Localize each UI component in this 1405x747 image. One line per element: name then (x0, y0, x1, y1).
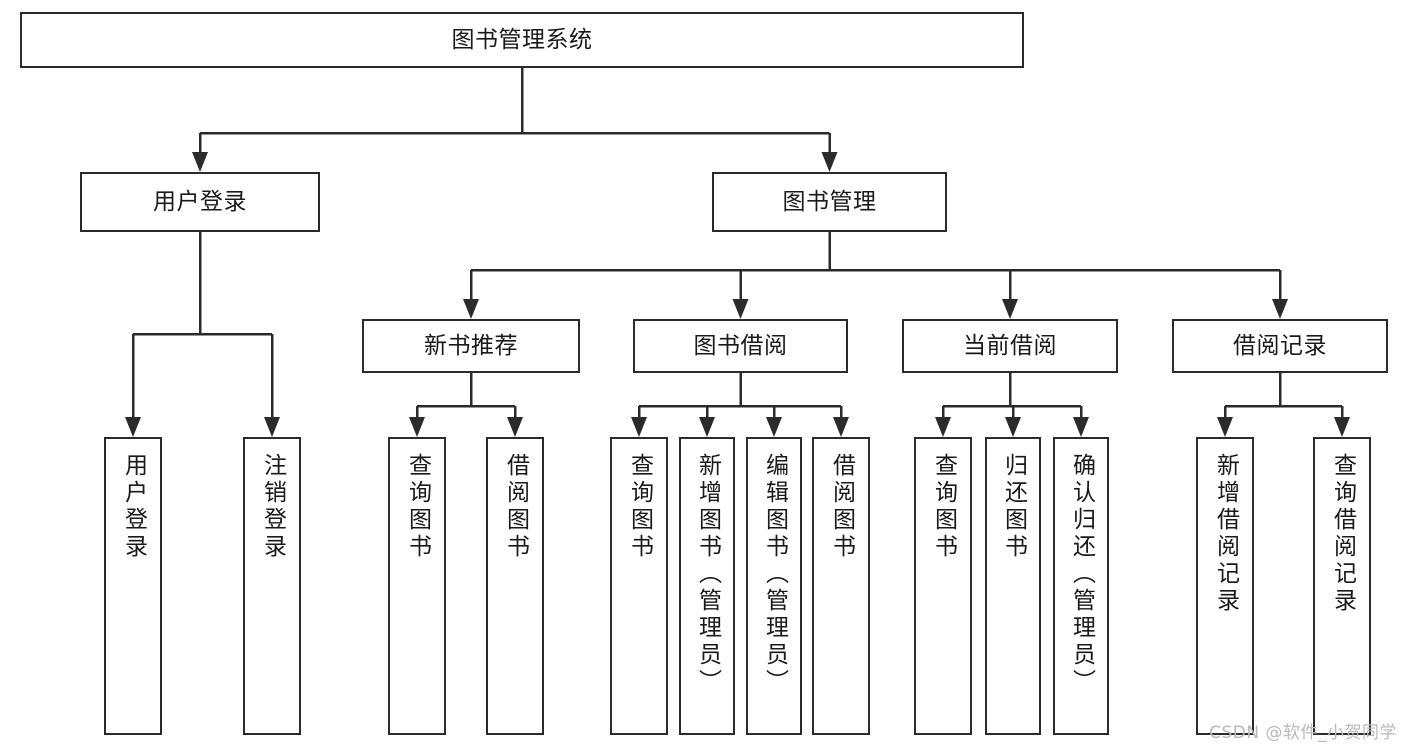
node-leaf-rec-borrow[interactable]: 借阅图书 (486, 437, 544, 735)
arrowhead-icon (1005, 417, 1021, 437)
node-label: 查询图书 (404, 453, 431, 561)
arrowhead-icon (463, 299, 479, 319)
node-leaf-rec-add[interactable]: 新增借阅记录 (1196, 437, 1254, 735)
arrowhead-icon (732, 299, 749, 319)
arrowhead-icon (507, 417, 523, 437)
node-borrow-record[interactable]: 借阅记录 (1172, 319, 1388, 373)
arrowhead-icon (1002, 299, 1018, 319)
node-label: 注销登录 (259, 453, 286, 561)
arrowhead-icon (409, 417, 425, 437)
node-label: 新增图书（管理员） (694, 453, 721, 696)
node-leaf-cur-query[interactable]: 查询图书 (914, 437, 972, 735)
node-label: 图书管理 (782, 188, 877, 215)
node-label: 确认归还（管理员） (1068, 453, 1095, 696)
node-root[interactable]: 图书管理系统 (20, 12, 1024, 68)
arrowhead-icon (935, 417, 951, 437)
node-label: 图书借阅 (693, 332, 788, 359)
node-label: 图书管理系统 (451, 26, 593, 53)
node-book-borrow[interactable]: 图书借阅 (633, 319, 848, 373)
node-leaf-user-logout[interactable]: 注销登录 (243, 437, 301, 735)
node-leaf-cur-return[interactable]: 归还图书 (985, 437, 1041, 735)
node-label: 编辑图书（管理员） (761, 453, 788, 696)
node-leaf-borrow-query[interactable]: 查询图书 (610, 437, 668, 735)
node-label: 用户登录 (120, 453, 147, 561)
node-book-manage[interactable]: 图书管理 (712, 172, 947, 232)
node-new-book-rec[interactable]: 新书推荐 (362, 319, 580, 373)
node-label: 借阅记录 (1233, 332, 1327, 359)
arrowhead-icon (699, 417, 715, 437)
arrowhead-icon (125, 417, 141, 437)
node-label: 借阅图书 (502, 453, 529, 561)
node-current-borrow[interactable]: 当前借阅 (902, 319, 1118, 373)
node-label: 查询图书 (626, 453, 653, 561)
node-label: 归还图书 (1000, 453, 1027, 561)
arrowhead-icon (264, 417, 280, 437)
arrowhead-icon (1217, 417, 1233, 437)
arrowhead-icon (1272, 299, 1288, 319)
node-leaf-book-borrow[interactable]: 借阅图书 (812, 437, 870, 735)
arrowhead-icon (821, 152, 838, 172)
node-leaf-book-add[interactable]: 新增图书（管理员） (679, 437, 735, 735)
node-label: 用户登录 (153, 188, 247, 215)
node-leaf-cur-confirm[interactable]: 确认归还（管理员） (1053, 437, 1109, 735)
node-label: 查询图书 (930, 453, 957, 561)
node-user-login[interactable]: 用户登录 (80, 172, 320, 232)
watermark: CSDN @软件_小贺同学 (1209, 723, 1397, 743)
node-leaf-rec-query2[interactable]: 查询借阅记录 (1313, 437, 1371, 735)
node-leaf-rec-query[interactable]: 查询图书 (388, 437, 446, 735)
arrowhead-icon (1334, 417, 1350, 437)
arrowhead-icon (766, 417, 782, 437)
node-label: 新增借阅记录 (1212, 453, 1239, 615)
arrowhead-icon (631, 417, 647, 437)
node-label: 查询借阅记录 (1329, 453, 1356, 615)
node-leaf-book-edit[interactable]: 编辑图书（管理员） (746, 437, 802, 735)
node-label: 当前借阅 (963, 332, 1057, 359)
node-leaf-user-login[interactable]: 用户登录 (104, 437, 162, 735)
node-label: 借阅图书 (828, 453, 855, 561)
arrowhead-icon (192, 152, 208, 172)
arrowhead-icon (833, 417, 849, 437)
arrowhead-icon (1073, 417, 1089, 437)
node-label: 新书推荐 (424, 332, 518, 359)
